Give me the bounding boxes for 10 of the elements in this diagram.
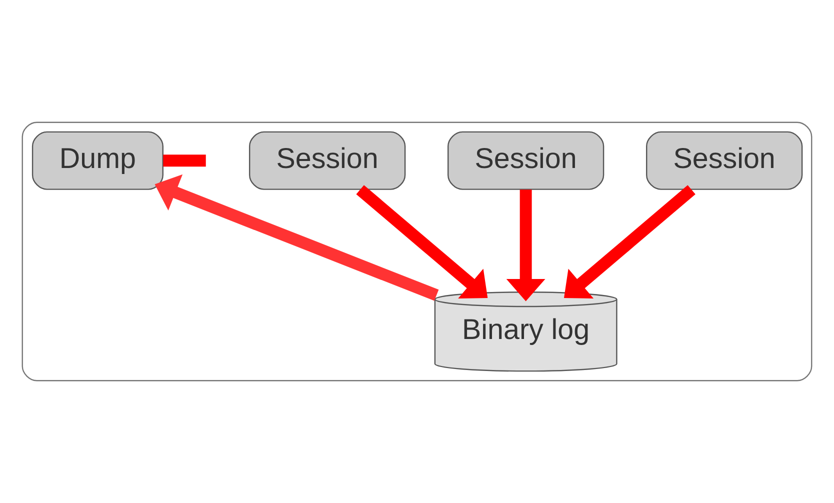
node-box: Session (448, 131, 604, 190)
node-box: Session (646, 131, 803, 190)
arrow (564, 185, 696, 298)
node-box: Dump (32, 131, 164, 190)
arrow (356, 185, 488, 298)
cluster (22, 122, 812, 382)
node-box: Session (248, 131, 406, 190)
arrow (154, 174, 439, 301)
connector (163, 154, 206, 167)
arrow (506, 190, 546, 302)
